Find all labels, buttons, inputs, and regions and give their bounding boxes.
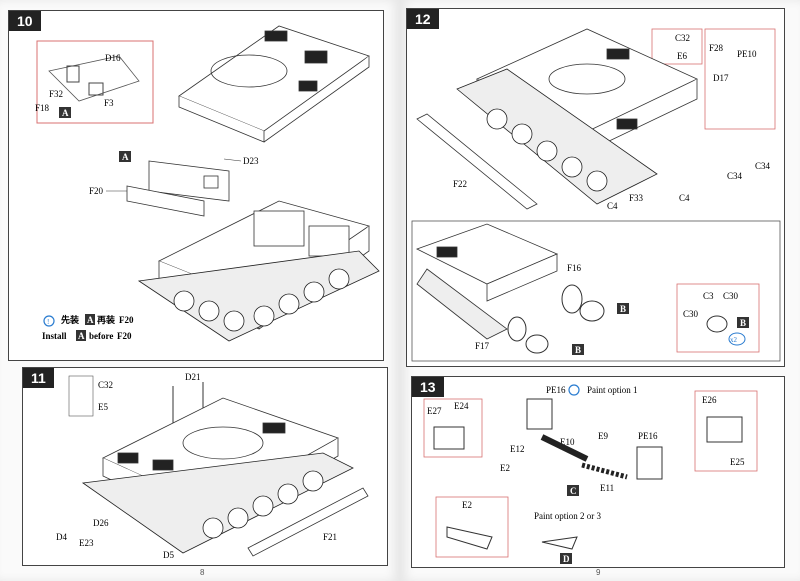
label-f21: F21	[323, 532, 337, 542]
label-d21: D21	[185, 372, 201, 382]
label-e6: E6	[677, 51, 687, 61]
detail-inset	[423, 398, 483, 458]
label-c30b: C30	[683, 309, 699, 319]
note-en-mid: before	[89, 331, 113, 341]
label-c4b: C4	[679, 193, 690, 203]
svg-text:!: !	[47, 318, 49, 326]
page-number-right: 9	[596, 568, 601, 577]
label-c: C	[570, 486, 577, 496]
note-en-a: A	[78, 331, 85, 341]
label-f20: F20	[89, 186, 104, 196]
rear-hull	[415, 223, 559, 340]
label-e9: E9	[598, 431, 608, 441]
label-f32: F32	[49, 89, 63, 99]
label-b2: B	[575, 345, 581, 355]
label-e12: E12	[510, 444, 525, 454]
label-e5: E5	[98, 402, 108, 412]
label-f28: F28	[709, 43, 724, 53]
step-number: 10	[9, 11, 41, 31]
detail-inset	[36, 40, 154, 124]
label-e2b: E2	[462, 500, 472, 510]
plate-part	[148, 160, 230, 202]
info-icon	[43, 315, 55, 327]
label-c32: C32	[675, 33, 690, 43]
label-e2: E2	[500, 463, 510, 473]
label-f17: F17	[475, 341, 490, 351]
label-c3: C3	[703, 291, 714, 301]
detail-inset	[694, 390, 758, 472]
label-e26: E26	[702, 395, 717, 405]
page-number-left: 8	[200, 568, 205, 577]
step-12-drawing: C32 E6 F28 PE10 D17 C34 C34 F22 C4 F33 C…	[411, 28, 781, 362]
label-b3: B	[740, 318, 746, 328]
step-10-panel: 10 A D16 F3 F32 F18 A D23 F20	[8, 10, 384, 361]
step-10-drawing: A D16 F3 F32 F18 A D23 F20	[35, 25, 380, 342]
detail-inset	[651, 28, 703, 65]
step-number: 11	[23, 368, 54, 388]
paint-option-2-3: Paint option 2 or 3	[534, 511, 601, 521]
step-12-panel: 12 C32 E6 F28 PE10 D17 C34 C34 F22 C4 F3…	[406, 8, 785, 367]
label-c30a: C30	[723, 291, 739, 301]
label-f22: F22	[453, 179, 467, 189]
label-x2: x2	[730, 336, 738, 344]
step-13-panel: 13 Paint option 1 PE16 E27 E24 E12 E10 E…	[411, 376, 785, 568]
step-11-panel: 11 C32 E5 D21 D4 E23 D26 D5 F21	[22, 367, 388, 566]
step-11-drawing: C32 E5 D21 D4 E23 D26 D5 F21	[56, 372, 369, 560]
note-cn-mid: 再装	[97, 314, 116, 325]
label-f33: F33	[629, 193, 644, 203]
note-en-part: F20	[117, 331, 132, 341]
label-d5: D5	[163, 550, 174, 560]
note-en-prefix: Install	[42, 331, 67, 341]
paint-option-1: Paint option 1	[587, 385, 638, 395]
note-cn-prefix: 先装	[61, 314, 80, 325]
label-a-box	[59, 107, 71, 118]
label-f3: F3	[104, 98, 114, 108]
label-f16: F16	[567, 263, 582, 273]
track-assembly	[81, 452, 354, 554]
label-d16: D16	[105, 53, 121, 63]
detail-inset	[704, 28, 776, 130]
detail-inset	[676, 283, 760, 353]
label-a-callout-box	[119, 151, 131, 162]
label-e23: E23	[79, 538, 94, 548]
label-c34b: C34	[755, 161, 771, 171]
detail-inset	[435, 496, 509, 558]
label-d4: D4	[56, 532, 67, 542]
subassembly-box	[411, 220, 781, 362]
label-d17: D17	[713, 73, 729, 83]
label-b1: B	[620, 304, 626, 314]
label-c32: C32	[98, 380, 113, 390]
label-e10: E10	[560, 437, 575, 447]
label-a-callout: A	[122, 152, 129, 162]
label-pe16a: PE16	[546, 385, 566, 395]
label-d: D	[563, 554, 570, 564]
note-cn-part: F20	[119, 315, 134, 325]
label-c34a: C34	[727, 171, 743, 181]
label-pe16b: PE16	[638, 431, 658, 441]
label-a: A	[62, 108, 69, 118]
track-assembly	[456, 68, 658, 205]
note-cn-a: A	[87, 315, 94, 325]
label-e11: E11	[600, 483, 614, 493]
label-c4a: C4	[607, 201, 618, 211]
label-e27: E27	[427, 406, 442, 416]
hull-top	[178, 25, 370, 143]
label-d23: D23	[243, 156, 259, 166]
step-number: 12	[407, 9, 439, 29]
label-pe10: PE10	[737, 49, 757, 59]
label-e24: E24	[454, 401, 469, 411]
label-e25: E25	[730, 457, 745, 467]
label-f18: F18	[35, 103, 50, 113]
label-d26: D26	[93, 518, 109, 528]
step-number: 13	[412, 377, 444, 397]
track-assembly	[137, 250, 380, 342]
step-13-drawing: Paint option 1 PE16 E27 E24 E12 E10 E9 E…	[423, 384, 758, 564]
info-icon	[568, 384, 580, 396]
